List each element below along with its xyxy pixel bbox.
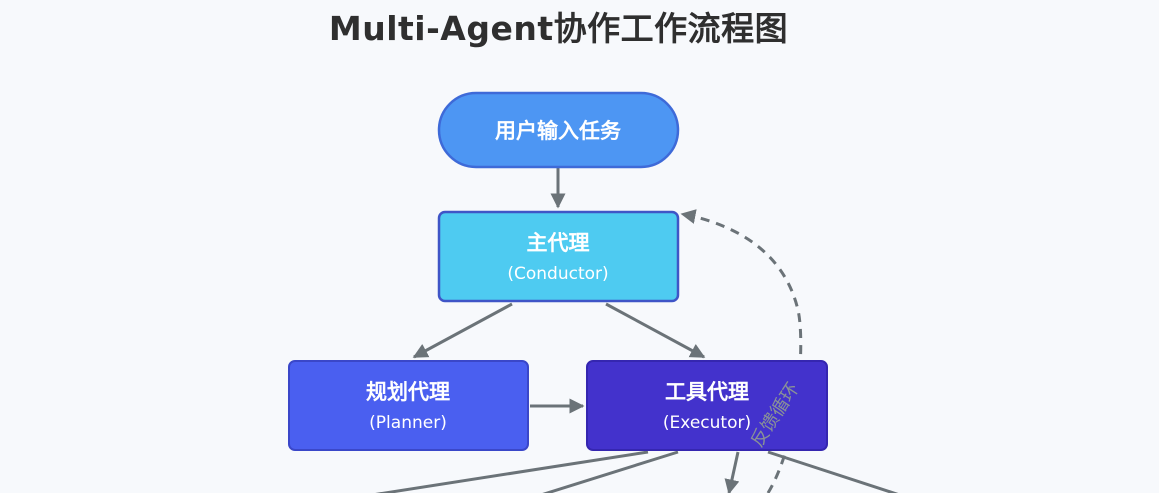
edge-conductor-to-planner [412,302,513,359]
node-conductor-label: 主代理 [527,231,590,255]
node-conductor-sub: (Conductor) [507,264,608,284]
page-title: Multi-Agent协作工作流程图 [328,9,789,48]
node-user-input: 用户输入任务 [437,91,680,169]
edge-executor-out-2 [542,450,679,493]
node-executor-sub: (Executor) [663,413,751,433]
edge-conductor-to-executor [605,302,706,359]
node-planner: 规划代理 (Planner) [288,360,529,451]
node-user-input-label: 用户输入任务 [495,119,622,143]
edge-executor-out-4 [767,450,899,493]
edge-executor-out-1 [375,450,649,493]
edge-feedback-loop [680,209,803,493]
node-planner-sub: (Planner) [369,413,447,433]
node-conductor: 主代理 (Conductor) [437,210,680,303]
node-executor: 工具代理 (Executor) [586,360,828,451]
node-executor-label: 工具代理 [665,380,749,404]
node-planner-label: 规划代理 [366,380,450,404]
edge-executor-out-3 [724,451,740,493]
